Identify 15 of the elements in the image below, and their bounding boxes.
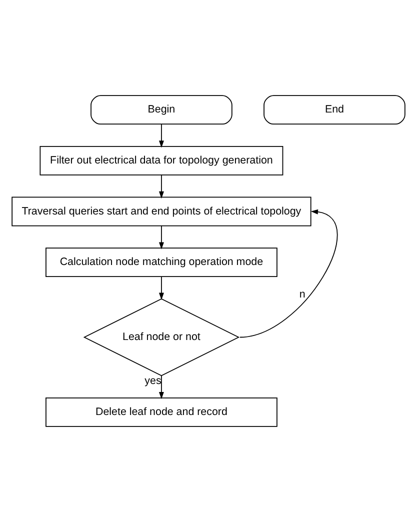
arrow: [158, 224, 164, 249]
node-box: Filter out electrical data for topology generation: [40, 145, 284, 175]
node-box: Traversal queries start and end points of electrical topology: [12, 196, 312, 226]
node-box: Delete leaf node and record: [46, 396, 278, 426]
node-box: End: [264, 94, 406, 124]
arrow: [158, 123, 164, 148]
node-box: Calculation node matching operation mode: [46, 247, 278, 277]
edge-label: n: [299, 288, 306, 300]
arrow: [158, 276, 164, 300]
arrow: [158, 375, 164, 399]
node-diamond: Leaf node or not: [83, 298, 240, 376]
node-box: Begin: [90, 94, 232, 124]
arrow: [240, 208, 338, 338]
edge-label: yes: [144, 374, 162, 386]
arrow: [158, 174, 164, 198]
